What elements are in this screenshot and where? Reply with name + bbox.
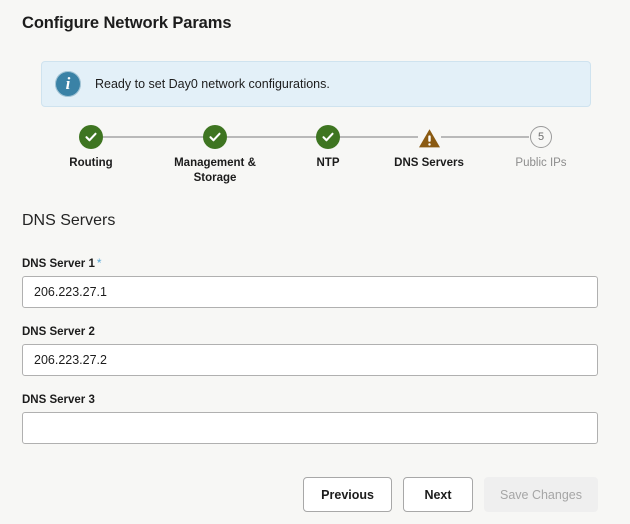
number-circle-icon: 5 — [530, 126, 552, 148]
required-asterisk: * — [96, 256, 102, 270]
stepper-label-management-storage: Management & Storage — [174, 157, 256, 184]
stepper-step-dns-servers[interactable] — [417, 125, 441, 149]
check-circle-icon — [316, 125, 340, 149]
stepper-connector-3 — [328, 136, 418, 138]
section-heading: DNS Servers — [22, 212, 116, 229]
label-dns-server-1: DNS Server 1* — [22, 256, 598, 270]
stepper-label-dns-servers: DNS Servers — [394, 157, 464, 169]
label-dns-server-3: DNS Server 3 — [22, 394, 95, 406]
previous-button[interactable]: Previous — [303, 477, 392, 512]
wizard-stepper: Routing Management & Storage NTP — [41, 125, 591, 195]
dns-server-2-input[interactable] — [22, 344, 598, 376]
stepper-connector-1 — [103, 136, 213, 138]
field-dns-server-3: DNS Server 3 — [22, 394, 598, 444]
check-circle-icon — [203, 125, 227, 149]
stepper-label-routing: Routing — [69, 157, 113, 169]
info-banner: i Ready to set Day0 network configuratio… — [41, 61, 591, 107]
stepper-track: Routing Management & Storage NTP — [41, 125, 591, 184]
dns-servers-form: DNS Server 1* DNS Server 2 DNS Server 3 — [22, 256, 598, 444]
label-dns-server-1-text: DNS Server 1 — [22, 258, 95, 270]
stepper-step-ntp[interactable] — [316, 125, 340, 149]
stepper-label-ntp: NTP — [316, 157, 340, 169]
save-changes-button: Save Changes — [483, 477, 598, 512]
page-title: Configure Network Params — [22, 14, 232, 32]
stepper-connector-2 — [227, 136, 337, 138]
stepper-step-management-storage[interactable] — [203, 125, 227, 149]
info-banner-message: Ready to set Day0 network configurations… — [95, 77, 330, 91]
dns-server-1-input[interactable] — [22, 276, 598, 308]
form-actions: Previous Next Save Changes — [303, 477, 598, 512]
check-circle-icon — [79, 125, 103, 149]
label-dns-server-2: DNS Server 2 — [22, 326, 95, 338]
dns-server-3-input[interactable] — [22, 412, 598, 444]
next-button[interactable]: Next — [402, 477, 473, 512]
stepper-label-public-ips: Public IPs — [515, 157, 567, 169]
stepper-step-public-ips[interactable]: 5 — [529, 125, 553, 149]
stepper-connector-4 — [441, 136, 529, 138]
field-dns-server-1: DNS Server 1* — [22, 256, 598, 308]
info-icon: i — [55, 71, 81, 97]
warning-triangle-icon — [417, 125, 441, 149]
field-dns-server-2: DNS Server 2 — [22, 326, 598, 376]
stepper-step-routing[interactable] — [79, 125, 103, 149]
